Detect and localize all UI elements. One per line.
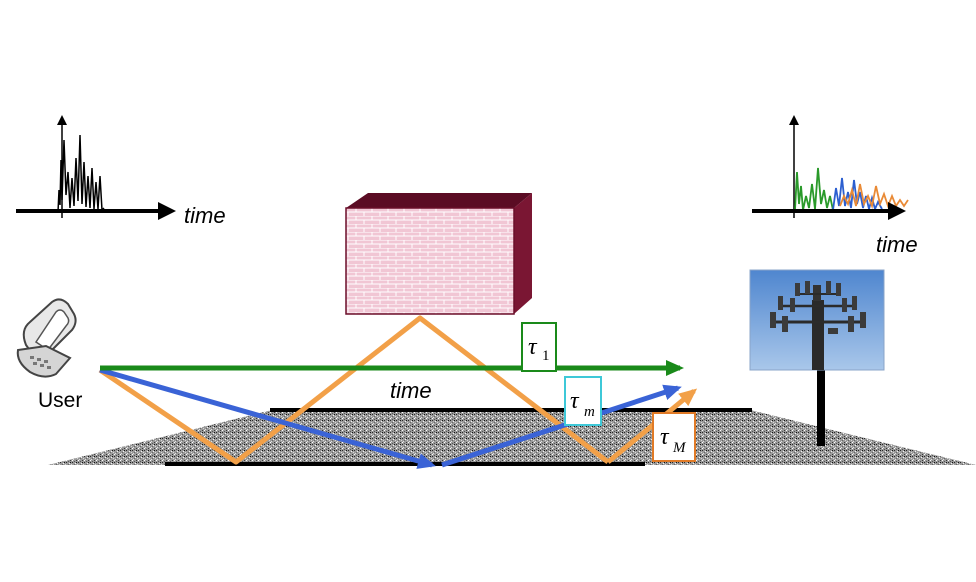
orange-path xyxy=(98,315,698,465)
svg-text:1: 1 xyxy=(542,348,550,364)
time-label-right: time xyxy=(876,232,918,257)
tau-1-box: τ 1 xyxy=(521,322,557,372)
tau-M-box: τ M xyxy=(652,412,696,462)
tau-m-box: τ m xyxy=(564,376,602,426)
svg-text:τ: τ xyxy=(570,388,580,414)
svg-text:τ: τ xyxy=(660,424,670,450)
svg-text:τ: τ xyxy=(528,334,538,360)
brick-wall xyxy=(345,193,532,315)
ground-terrain xyxy=(48,410,976,465)
right-impulse-plot xyxy=(752,115,909,220)
blue-path xyxy=(99,367,682,469)
svg-text:M: M xyxy=(672,440,687,456)
phone-icon xyxy=(16,298,77,378)
time-label-center: time xyxy=(390,378,432,403)
svg-text:m: m xyxy=(584,404,595,420)
left-impulse-plot xyxy=(16,115,176,220)
user-label: User xyxy=(38,389,82,412)
time-label-left: time xyxy=(184,203,226,228)
cell-tower xyxy=(749,269,885,446)
